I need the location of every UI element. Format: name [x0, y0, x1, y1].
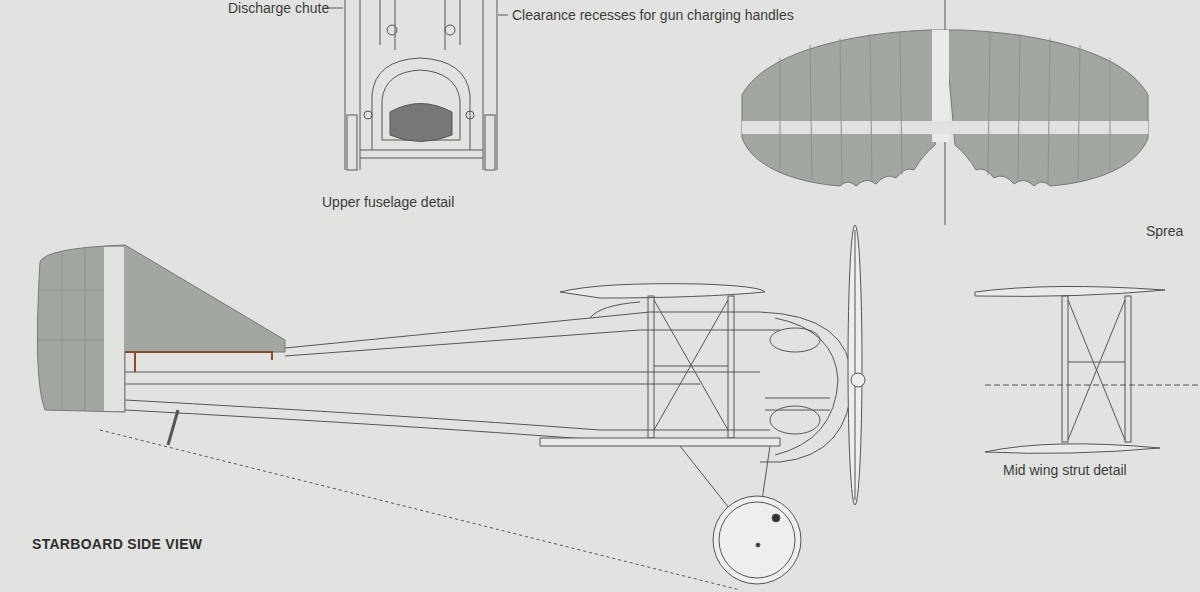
view-title: Upper fuselage detail	[322, 194, 454, 210]
view-title: Sprea	[1146, 223, 1183, 239]
view-title: STARBOARD SIDE VIEW	[32, 536, 202, 552]
view-title: Mid wing strut detail	[1003, 462, 1127, 478]
callout-label: Discharge chute	[228, 0, 329, 16]
callout-label: Clearance recesses for gun charging hand…	[512, 7, 794, 23]
strut-detail	[975, 286, 1198, 453]
fin-part	[37, 245, 285, 412]
tailplane-part	[742, 30, 1148, 186]
side-view	[100, 225, 865, 590]
upper-fuselage-detail	[325, 0, 508, 170]
